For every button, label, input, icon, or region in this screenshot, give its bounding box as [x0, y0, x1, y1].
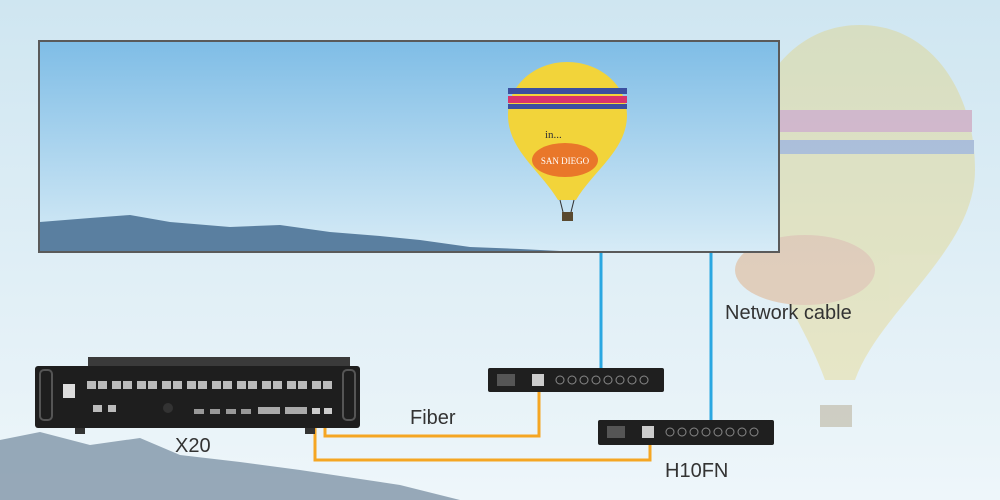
- x20-controller: [35, 357, 360, 434]
- h10fn-label: H10FN: [665, 460, 728, 482]
- balloon-text-2: SAN DIEGO: [541, 156, 590, 166]
- fiber-label: Fiber: [410, 407, 456, 429]
- network-cable-label: Network cable: [725, 302, 852, 324]
- h10fn-unit-2: [598, 420, 774, 445]
- x20-label: X20: [175, 435, 211, 457]
- screen-mountains: [40, 215, 560, 251]
- fiber-cable-2: [313, 420, 652, 462]
- led-screen: in... SAN DIEGO: [38, 40, 780, 253]
- foreground-mountains: [0, 432, 460, 500]
- hot-air-balloon: in... SAN DIEGO: [508, 62, 627, 221]
- h10fn-unit-1: [488, 368, 664, 392]
- balloon-text-1: in...: [545, 129, 562, 141]
- background-balloon: [735, 25, 975, 427]
